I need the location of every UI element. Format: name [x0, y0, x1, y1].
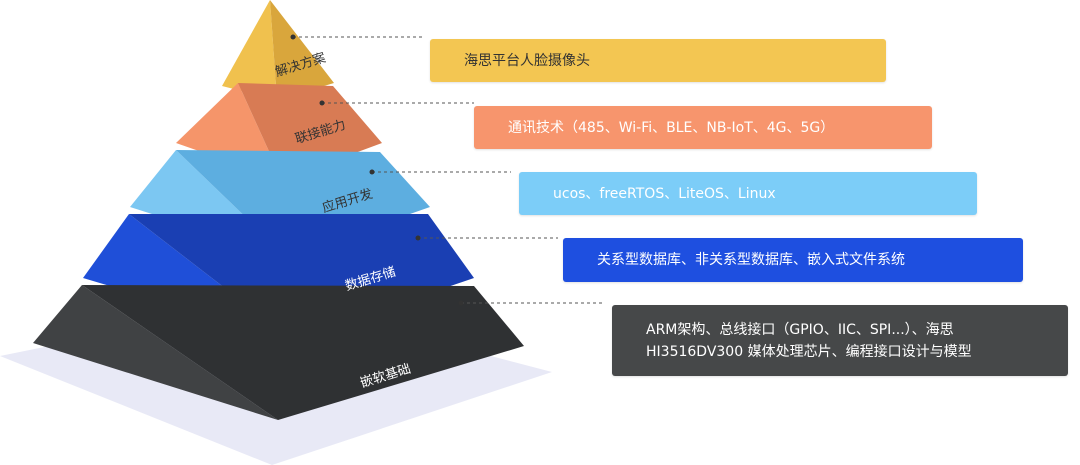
callout-text-embedded-line-2: HI3516DV300 媒体处理芯片、编程接口设计与模型	[646, 343, 972, 360]
callout-text-data-storage: 关系型数据库、非关系型数据库、嵌入式文件系统	[597, 252, 905, 268]
callout-solution: 海思平台人脸摄像头	[430, 39, 886, 82]
callout-embedded: ARM架构、总线接口（GPIO、IIC、SPI...）、海思 HI3516DV30…	[612, 305, 1068, 376]
callout-data-storage: 关系型数据库、非关系型数据库、嵌入式文件系统	[563, 238, 1023, 282]
callout-text-embedded-line-1: ARM架构、总线接口（GPIO、IIC、SPI...）、海思	[646, 321, 954, 338]
pyramid-layer-embedded-right-face	[82, 285, 524, 420]
pyramid-layer-app-dev-right-face	[176, 150, 430, 257]
callout-connectivity: 通讯技术（485、Wi-Fi、BLE、NB-IoT、4G、5G）	[474, 106, 932, 149]
connector-dot-connectivity	[319, 100, 325, 106]
callout-text-connectivity: 通讯技术（485、Wi-Fi、BLE、NB-IoT、4G、5G）	[508, 119, 835, 136]
callout-text-app-dev: ucos、freeRTOS、LiteOS、Linux	[553, 185, 776, 202]
pyramid-layer-data-storage-right-face	[129, 214, 474, 340]
callout-text-solution: 海思平台人脸摄像头	[464, 52, 590, 69]
connector-dot-embedded	[458, 300, 464, 306]
pyramid-layer-solution-right-face	[270, 0, 334, 100]
callout-app-dev: ucos、freeRTOS、LiteOS、Linux	[519, 172, 977, 215]
connector-dot-app-dev	[369, 169, 375, 175]
connector-dot-solution	[290, 34, 296, 40]
pyramid-layer-solution-left-face	[222, 0, 277, 100]
pyramid-layer-embedded-left-face	[33, 285, 278, 420]
connector-dot-data-storage	[415, 235, 421, 241]
